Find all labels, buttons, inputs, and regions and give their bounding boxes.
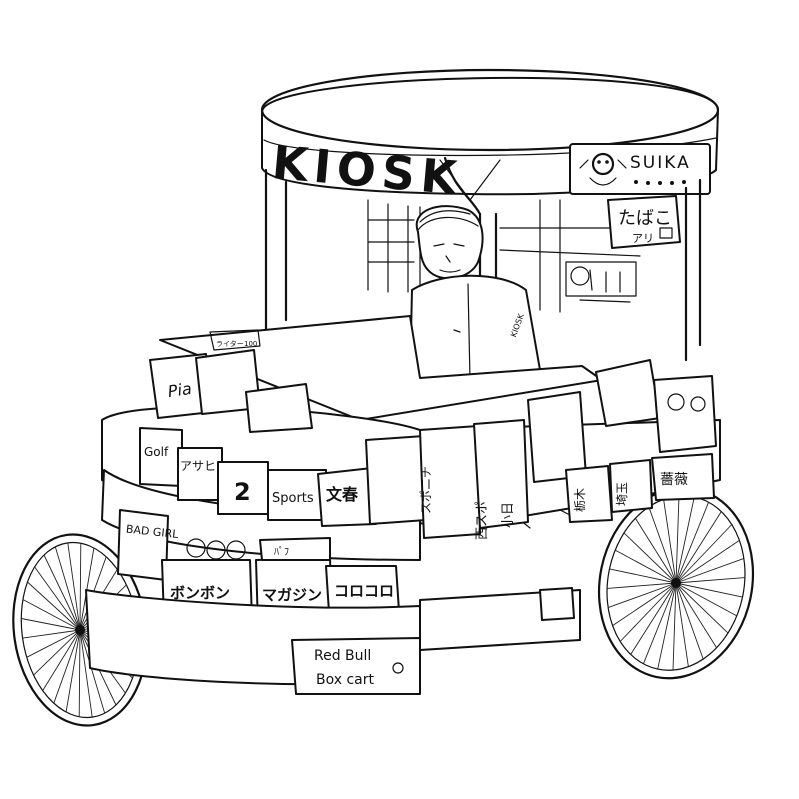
wheel-spoke xyxy=(675,496,695,584)
wheel-spoke xyxy=(675,577,745,584)
wheel-spoke xyxy=(675,511,722,584)
cart-sign-line1: Red Bull xyxy=(314,648,371,664)
wheel-spoke xyxy=(675,540,740,584)
suika-sign xyxy=(569,143,711,195)
wheel-spoke xyxy=(623,532,677,584)
wheel-spoke xyxy=(79,629,106,714)
wheel-spoke xyxy=(675,582,738,617)
mag-bunshun: 文春 xyxy=(326,485,359,504)
suika-sign-text: SUIKA xyxy=(630,153,691,173)
paper-sports-nippon: スポニチ xyxy=(419,466,433,514)
magazine-rack-upper xyxy=(139,349,377,527)
wheel-spoke xyxy=(53,629,81,704)
wheel-spoke xyxy=(33,629,81,676)
wheel-spoke xyxy=(675,582,704,660)
paper-saitama: 埼玉 xyxy=(615,482,629,506)
paper-nishi-supo: 西スポ xyxy=(475,501,490,540)
wheel-spoke xyxy=(675,582,717,648)
mag-issue-2: 2 xyxy=(234,478,251,506)
wheel-spoke xyxy=(657,582,677,670)
wheel-spoke xyxy=(65,629,81,713)
mag-corocoro: コロコロ xyxy=(334,582,394,600)
wheel-spoke xyxy=(42,629,81,691)
wheel-spoke xyxy=(635,518,677,584)
mag-bonbon: ボンボン xyxy=(170,584,230,602)
counter-tag-2: 100 xyxy=(244,340,257,348)
wheel-spoke xyxy=(22,629,81,639)
wheel-spoke xyxy=(607,582,677,609)
wheel-spoke xyxy=(642,582,677,664)
wheel-spoke xyxy=(672,582,677,671)
wheel-spoke xyxy=(675,582,689,667)
wheel-spoke xyxy=(26,629,81,658)
wheel-spoke xyxy=(22,599,81,631)
mag-golf: Golf xyxy=(144,445,169,459)
mag-bad-girl: BAD GIRL xyxy=(125,523,180,542)
wheel-spoke xyxy=(675,524,733,584)
wheel-spoke xyxy=(54,546,81,631)
counter-tag-1: ライター xyxy=(216,339,244,348)
wheel-spoke xyxy=(675,582,729,634)
wheel-spoke xyxy=(619,582,677,642)
wheel-spoke xyxy=(78,629,81,717)
wheel-spoke xyxy=(79,629,93,718)
mag-pia: Pia xyxy=(167,379,193,401)
mag-magazine: マガジン xyxy=(262,586,322,604)
mag-asahi: アサヒ xyxy=(180,459,216,473)
wheel-spoke xyxy=(663,499,677,584)
wheel-spoke xyxy=(630,582,677,655)
wheel-spoke xyxy=(43,554,81,631)
newspaper-rack xyxy=(365,359,717,539)
tobacco-sign-text: たばこ xyxy=(618,208,672,229)
wheel-spoke xyxy=(27,581,81,631)
wheel-spoke xyxy=(612,582,677,626)
paper-tochigi: 栃木 xyxy=(573,488,587,512)
cart-sign-line2: Box cart xyxy=(316,672,375,688)
wheel-spoke xyxy=(607,582,677,589)
tobacco-sign xyxy=(607,195,681,249)
cart-front-band xyxy=(85,587,581,695)
kiosk-clerk xyxy=(409,205,541,389)
wheel-spoke xyxy=(675,502,710,584)
paper-kogata: 小日 xyxy=(501,502,516,528)
paper-bouquet: 薔薇 xyxy=(660,472,688,488)
wheel-spoke xyxy=(609,568,677,584)
wheel-spoke xyxy=(675,557,745,584)
wheel-spoke xyxy=(21,618,81,631)
wheel-spoke xyxy=(675,495,680,584)
wheel-spoke xyxy=(79,547,95,631)
mag-pa-fu: ﾊﾟﾌ xyxy=(274,546,289,558)
wheel-spoke xyxy=(614,549,677,584)
wheel-spoke xyxy=(675,582,743,598)
mag-sports: Sports xyxy=(272,491,314,506)
wheel-spoke xyxy=(648,506,677,584)
wheel-spoke xyxy=(79,543,82,631)
tobacco-sign-sub: アリ xyxy=(632,232,654,245)
wheel-spoke xyxy=(34,566,81,631)
wheel-spoke xyxy=(67,542,81,631)
